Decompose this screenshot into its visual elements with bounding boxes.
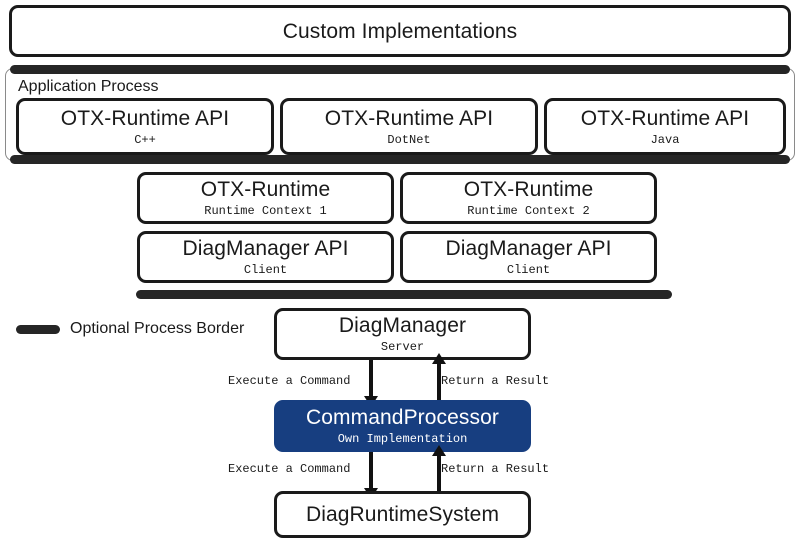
- otx-runtime-api-dotnet-subtitle: DotNet: [387, 132, 431, 147]
- legend-label: Optional Process Border: [70, 320, 245, 337]
- application-process-label: Application Process: [18, 78, 159, 95]
- diagmanager-server-box[interactable]: DiagManager Server: [274, 308, 531, 360]
- command-processor-subtitle: Own Implementation: [337, 432, 468, 446]
- custom-implementations-label: Custom Implementations: [282, 19, 518, 43]
- optional-process-border-bar: [136, 290, 672, 299]
- arrow-execute-command-upper: [364, 360, 378, 407]
- otx-runtime-api-cpp-title: OTX-Runtime API: [60, 106, 230, 130]
- otx-runtime-api-dotnet-box[interactable]: OTX-Runtime API DotNet: [280, 98, 538, 155]
- diagmanager-api-client-2-subtitle: Client: [506, 263, 551, 277]
- process-border-dash-icon: [16, 324, 60, 334]
- arrow-return-result-upper: [432, 353, 446, 400]
- application-process-container: Application Process OTX-Runtime API C++ …: [5, 65, 795, 164]
- arrow-label-execute-command-upper: Execute a Command: [228, 374, 351, 388]
- diagmanager-api-client-2-title: DiagManager API: [445, 237, 612, 260]
- arrow-execute-command-lower: [364, 452, 378, 499]
- diagmanager-api-client-1-box[interactable]: DiagManager API Client: [137, 231, 394, 283]
- arrow-return-result-lower: [432, 445, 446, 492]
- otx-runtime-context-1-box[interactable]: OTX-Runtime Runtime Context 1: [137, 172, 394, 224]
- arrow-label-return-result-upper: Return a Result: [441, 374, 550, 388]
- diagmanager-api-client-1-title: DiagManager API: [182, 237, 349, 260]
- otx-runtime-api-java-box[interactable]: OTX-Runtime API Java: [544, 98, 786, 155]
- diagmanager-server-subtitle: Server: [380, 340, 425, 354]
- diag-runtime-system-title: DiagRuntimeSystem: [305, 503, 500, 526]
- otx-runtime-api-cpp-box[interactable]: OTX-Runtime API C++: [16, 98, 274, 155]
- otx-runtime-context-2-box[interactable]: OTX-Runtime Runtime Context 2: [400, 172, 657, 224]
- diagmanager-api-client-1-subtitle: Client: [243, 263, 288, 277]
- otx-runtime-api-dotnet-title: OTX-Runtime API: [324, 106, 494, 130]
- diagmanager-server-title: DiagManager: [338, 314, 467, 337]
- arrow-label-execute-command-lower: Execute a Command: [228, 462, 351, 476]
- diag-runtime-system-box[interactable]: DiagRuntimeSystem: [274, 491, 531, 538]
- diagmanager-api-client-2-box[interactable]: DiagManager API Client: [400, 231, 657, 283]
- custom-implementations-box[interactable]: Custom Implementations: [9, 5, 791, 57]
- otx-runtime-context-1-subtitle: Runtime Context 1: [204, 204, 327, 218]
- otx-runtime-api-java-subtitle: Java: [650, 132, 680, 147]
- legend: Optional Process Border: [16, 320, 244, 338]
- otx-runtime-context-2-subtitle: Runtime Context 2: [467, 204, 590, 218]
- command-processor-box[interactable]: CommandProcessor Own Implementation: [274, 400, 531, 452]
- otx-runtime-context-1-title: OTX-Runtime: [200, 178, 331, 201]
- process-border-top: [10, 65, 790, 74]
- arrowhead-up-icon: [432, 445, 446, 456]
- command-processor-title: CommandProcessor: [306, 406, 499, 429]
- arrowhead-up-icon: [432, 353, 446, 364]
- otx-runtime-api-cpp-subtitle: C++: [134, 132, 156, 147]
- otx-runtime-context-2-title: OTX-Runtime: [463, 178, 594, 201]
- otx-runtime-api-java-title: OTX-Runtime API: [580, 106, 750, 130]
- arrow-label-return-result-lower: Return a Result: [441, 462, 550, 476]
- process-border-bottom: [10, 155, 790, 164]
